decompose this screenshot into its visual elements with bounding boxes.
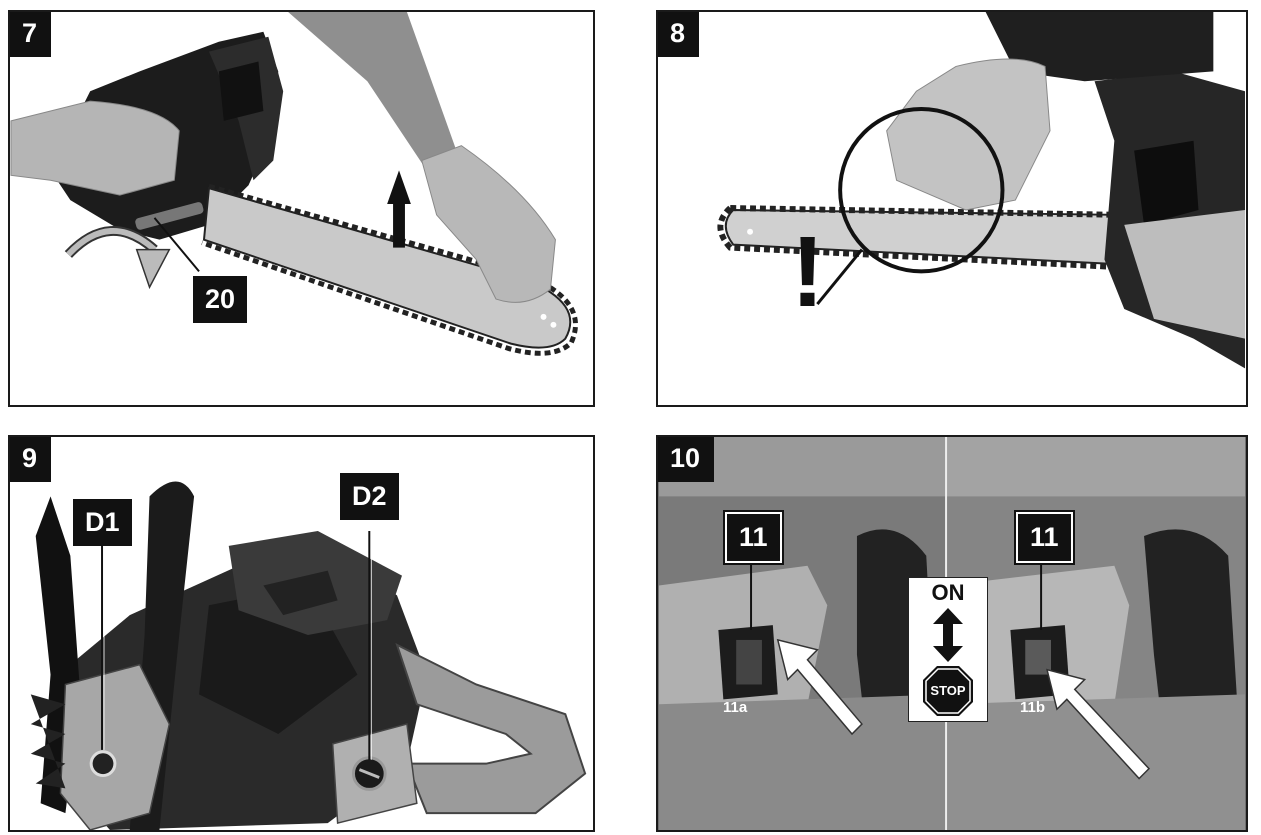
callout-d2: D2 bbox=[340, 473, 399, 520]
on-label: ON bbox=[931, 580, 965, 605]
on-stop-indicator: ON STOP bbox=[908, 577, 988, 722]
stop-label: STOP bbox=[930, 683, 966, 698]
figure-10-panel: 10 11 11 11a 11b ON STOP bbox=[656, 435, 1248, 832]
callout-11-left: 11 bbox=[723, 510, 784, 565]
figure-8-illustration bbox=[717, 12, 1246, 369]
figure-8-panel: 8 ! bbox=[656, 10, 1248, 407]
figure-7-number: 7 bbox=[10, 12, 52, 57]
figure-9-panel: 9 D1 D2 bbox=[8, 435, 595, 832]
label-11a: 11a bbox=[723, 699, 748, 716]
figure-10-number: 10 bbox=[658, 437, 715, 482]
callout-20: 20 bbox=[193, 276, 248, 323]
figure-9-illustration bbox=[30, 481, 587, 830]
callout-11-right: 11 bbox=[1014, 510, 1075, 565]
warning-symbol: ! bbox=[791, 216, 825, 328]
label-11b: 11b bbox=[1020, 699, 1046, 716]
double-arrow-icon bbox=[933, 608, 963, 662]
figure-9-number: 9 bbox=[10, 437, 52, 482]
stop-sign-icon bbox=[923, 666, 973, 716]
callout-d1: D1 bbox=[73, 499, 132, 546]
figure-10-illustration bbox=[658, 437, 1246, 830]
figure-7-panel: 7 20 bbox=[8, 10, 595, 407]
figure-7-illustration bbox=[10, 12, 578, 356]
figure-8-number: 8 bbox=[658, 12, 700, 57]
